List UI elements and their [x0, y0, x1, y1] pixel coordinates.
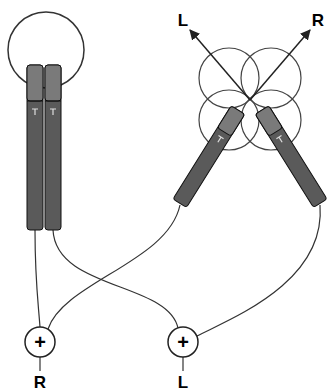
sum-sign: + — [34, 332, 46, 352]
microphone-pair — [27, 65, 61, 230]
sum-sign: + — [177, 332, 189, 352]
channel-label: R — [34, 374, 46, 391]
summing-junction: + — [24, 326, 56, 358]
xy-microphones — [173, 106, 327, 208]
channel-label: L — [178, 374, 188, 391]
channel-label: R — [312, 12, 324, 29]
channel-label: L — [178, 12, 188, 29]
axis-arrows — [190, 30, 310, 100]
wires — [35, 205, 320, 371]
summing-junction: + — [167, 326, 199, 358]
